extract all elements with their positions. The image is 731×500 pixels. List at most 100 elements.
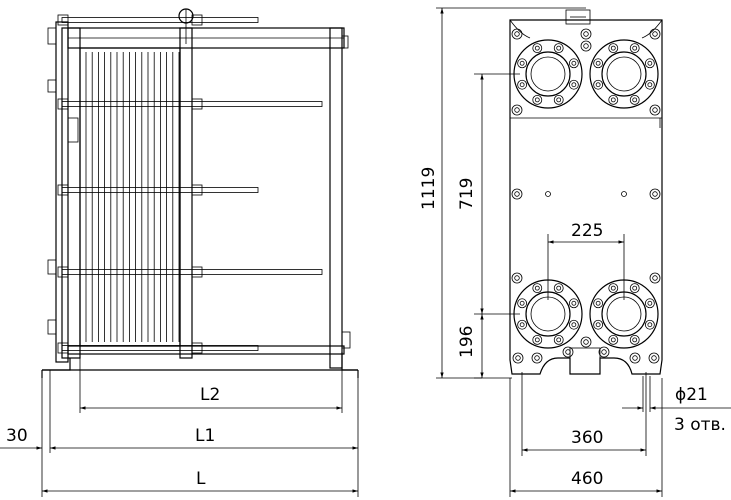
flange-bolt <box>593 79 604 90</box>
tie-rod <box>61 187 259 193</box>
flange-bolt <box>517 79 528 90</box>
flange-bolt-hole <box>534 45 540 51</box>
flange-bolt <box>608 283 619 294</box>
flange-bolt-hole <box>571 322 577 328</box>
flange-bolt-hole <box>647 300 653 306</box>
front-view: 1119 719 196 225 360 460 <box>419 7 731 497</box>
hole-diameter-label: ϕ21 <box>675 385 708 405</box>
flange-bolt-hole <box>647 322 653 328</box>
flange-bolt <box>553 334 564 345</box>
base-foot <box>41 352 359 378</box>
frame-bolt <box>580 28 592 40</box>
frame-bolt <box>649 28 661 40</box>
flange-bolt <box>608 334 619 345</box>
frame-bolt-hole <box>583 31 589 37</box>
port-inner <box>530 296 566 332</box>
frame-bolt-hole <box>534 355 540 361</box>
flange-bolt <box>568 319 579 330</box>
tie-rod <box>61 17 259 23</box>
flange-bolt-hole <box>595 300 601 306</box>
port-outer <box>601 51 647 97</box>
tie-rod <box>61 345 259 351</box>
frame-bolt <box>580 336 592 348</box>
flange-bolt <box>568 298 579 309</box>
dim-l2-label: L2 <box>200 385 220 405</box>
frame-bolt-hole <box>515 355 521 361</box>
front-dimensions: 1119 719 196 225 360 460 <box>419 7 731 497</box>
port-inner <box>530 56 566 92</box>
flange-bolt <box>608 94 619 105</box>
flange-ring <box>513 39 583 109</box>
flange-bolt-hole <box>610 45 616 51</box>
flange-bolt <box>593 319 604 330</box>
flange-bolt-hole <box>556 97 562 103</box>
rod-nut <box>57 342 69 354</box>
frame-bolt-hole <box>652 275 658 281</box>
fixed-plate <box>47 21 81 363</box>
frame-bolt-hole <box>514 31 520 37</box>
carrying-bar <box>67 27 345 49</box>
flange-bolt <box>517 298 528 309</box>
flange-bolt <box>629 334 640 345</box>
flange-bolt-hole <box>595 82 601 88</box>
plate-pack-outline <box>79 47 181 347</box>
flange-bolt-hole <box>610 285 616 291</box>
rod-nut <box>57 98 69 110</box>
plate-pack <box>79 47 181 347</box>
frame-bolt-hole <box>651 355 657 361</box>
rod-nut <box>57 266 69 278</box>
port-outer <box>525 51 571 97</box>
flange-bolt-hole <box>610 337 616 343</box>
frame-bolt <box>511 28 523 40</box>
dim-460-label: 460 <box>571 469 603 489</box>
flange-bolt-hole <box>556 285 562 291</box>
frame-bolt <box>649 104 661 116</box>
flange-bolt <box>532 334 543 345</box>
dim-l-label: L <box>196 469 206 489</box>
frame-bolt-hole <box>652 107 658 113</box>
flange-bolt-hole <box>647 60 653 66</box>
flange-bolt-hole <box>595 322 601 328</box>
flange-bolt <box>553 43 564 54</box>
rod-nut <box>57 14 69 26</box>
flange-ring <box>589 39 659 109</box>
side-view: L2 L1 L 30 <box>0 8 359 497</box>
flange-bolt-hole <box>534 285 540 291</box>
flange-bolt-hole <box>610 97 616 103</box>
frame-bolt <box>511 104 523 116</box>
rod-nut <box>191 342 203 354</box>
flange-bolt <box>629 94 640 105</box>
flanges <box>513 39 659 349</box>
flange-bolt <box>608 43 619 54</box>
frame-bolt <box>649 188 661 200</box>
dim-225-label: 225 <box>571 221 603 241</box>
support-column <box>329 27 351 369</box>
frame-bolt <box>648 352 660 364</box>
dim-30-label: 30 <box>6 426 28 446</box>
flange-bolt-hole <box>632 285 638 291</box>
frame-bolt <box>512 352 524 364</box>
dim-1119-label: 1119 <box>419 167 439 210</box>
flange-bolt <box>532 283 543 294</box>
flange-bolt-hole <box>595 60 601 66</box>
flange-bolt-hole <box>632 97 638 103</box>
flange-bolt-hole <box>519 322 525 328</box>
frame-bolt-hole <box>514 275 520 281</box>
dim-196-label: 196 <box>457 326 477 358</box>
flange-bolt-hole <box>556 45 562 51</box>
flange-bolt <box>517 319 528 330</box>
flange-bolt-hole <box>519 82 525 88</box>
frame-bolt <box>511 188 523 200</box>
pressure-plate <box>178 8 194 359</box>
flange-bolt-hole <box>534 337 540 343</box>
flange-bolt-hole <box>534 97 540 103</box>
port-inner <box>606 56 642 92</box>
frame-bolt-hole <box>652 31 658 37</box>
frame-bolt-hole <box>583 43 589 49</box>
flange-bolt-hole <box>632 337 638 343</box>
frame-bolt <box>511 272 523 284</box>
side-dimensions: L2 L1 L 30 <box>0 355 359 497</box>
frame-bolt <box>629 352 641 364</box>
frame-bolt <box>580 40 592 52</box>
